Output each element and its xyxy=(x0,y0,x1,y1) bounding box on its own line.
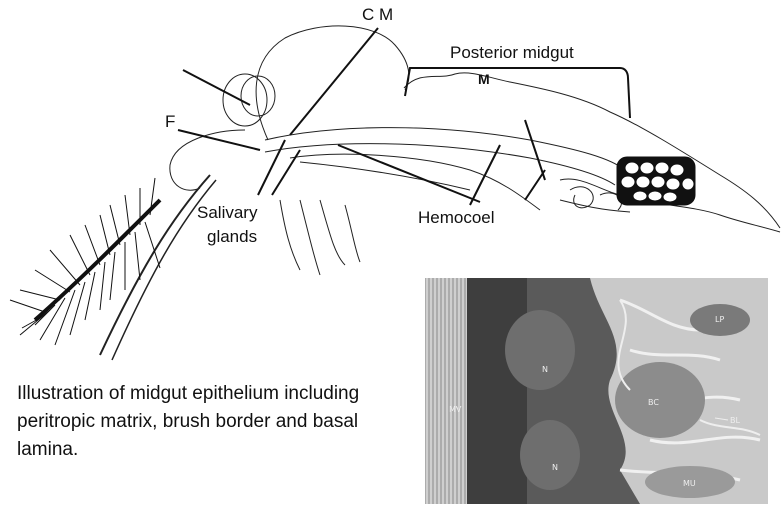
antenna xyxy=(10,178,160,345)
label-salivary: Salivary xyxy=(197,203,258,222)
eye xyxy=(223,74,267,126)
egg-cluster xyxy=(617,157,695,205)
label-m: M xyxy=(478,71,490,87)
basal-cell xyxy=(615,362,705,438)
label-glands: glands xyxy=(207,227,257,246)
label-cm: C M xyxy=(362,5,393,24)
label-posterior-midgut: Posterior midgut xyxy=(450,43,574,62)
label-bl: BL xyxy=(730,416,740,425)
label-n2: N xyxy=(552,463,558,472)
electron-micrograph xyxy=(425,278,768,504)
proboscis xyxy=(100,175,210,355)
label-f: F xyxy=(165,112,175,131)
figure-caption: Illustration of midgut epithelium includ… xyxy=(17,380,397,464)
label-mv: MV xyxy=(449,405,462,414)
label-mu: MU xyxy=(683,479,696,488)
label-bc: BC xyxy=(648,398,659,407)
label-hemocoel: Hemocoel xyxy=(418,208,495,227)
label-n1: N xyxy=(542,365,548,374)
label-lp: LP xyxy=(715,315,724,324)
